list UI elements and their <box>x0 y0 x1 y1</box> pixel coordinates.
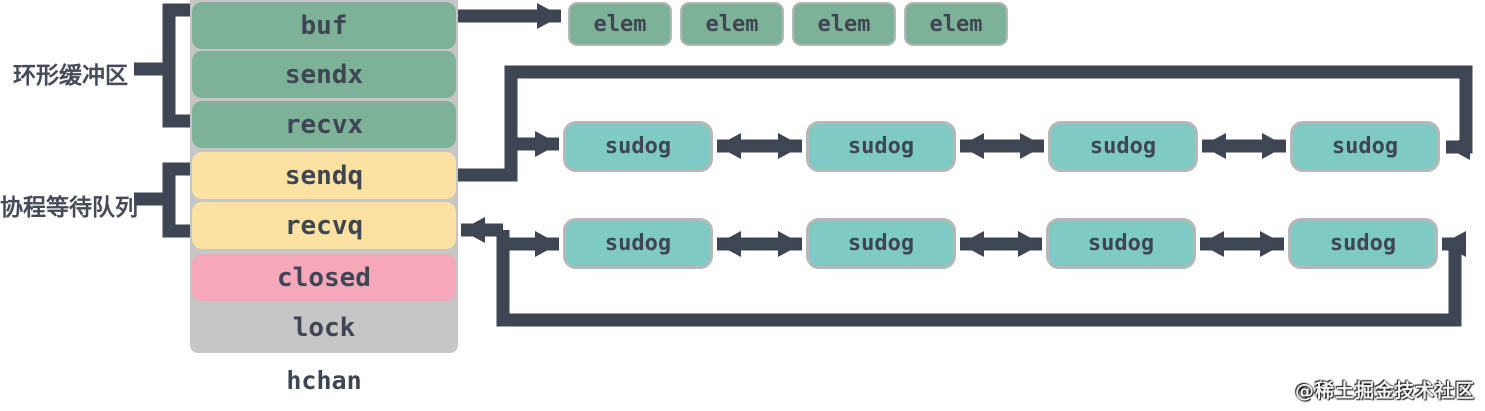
elem-box: elem <box>904 2 1008 46</box>
struct-caption: hchan <box>286 366 362 395</box>
group-label-ring-buffer: 环形缓冲区 <box>13 63 128 89</box>
wait-queue-bracket <box>134 162 192 238</box>
struct-field-lock: lock <box>292 312 356 343</box>
sudog-box: sudog <box>563 218 713 269</box>
sudog-box: sudog <box>1048 121 1198 172</box>
struct-field-recvx: recvx <box>192 101 456 148</box>
sudog-box: sudog <box>806 121 956 172</box>
struct-field-buf: buf <box>192 2 456 49</box>
ring-buffer-bracket <box>134 3 192 128</box>
sendq-tail-rail <box>457 65 1473 182</box>
sudog-box: sudog <box>1046 218 1196 269</box>
struct-field-recvq: recvq <box>192 202 456 249</box>
struct-field-sendq: sendq <box>192 152 456 199</box>
elem-box: elem <box>680 2 784 46</box>
sudog-box: sudog <box>806 218 956 269</box>
struct-field-sendx: sendx <box>192 51 456 98</box>
recvq-tail-rail <box>496 230 1466 327</box>
struct-field-closed: closed <box>192 254 456 301</box>
group-label-wait-queue: 协程等待队列 <box>0 195 138 221</box>
sudog-box: sudog <box>563 121 713 172</box>
hchan-struct-panel: buf sendx recvx sendq recvq closed lock <box>190 0 458 353</box>
sudog-box: sudog <box>1290 121 1440 172</box>
elem-box: elem <box>792 2 896 46</box>
elem-box: elem <box>568 2 672 46</box>
sudog-box: sudog <box>1288 218 1438 269</box>
watermark: @稀土掘金技术社区 <box>1294 380 1475 402</box>
